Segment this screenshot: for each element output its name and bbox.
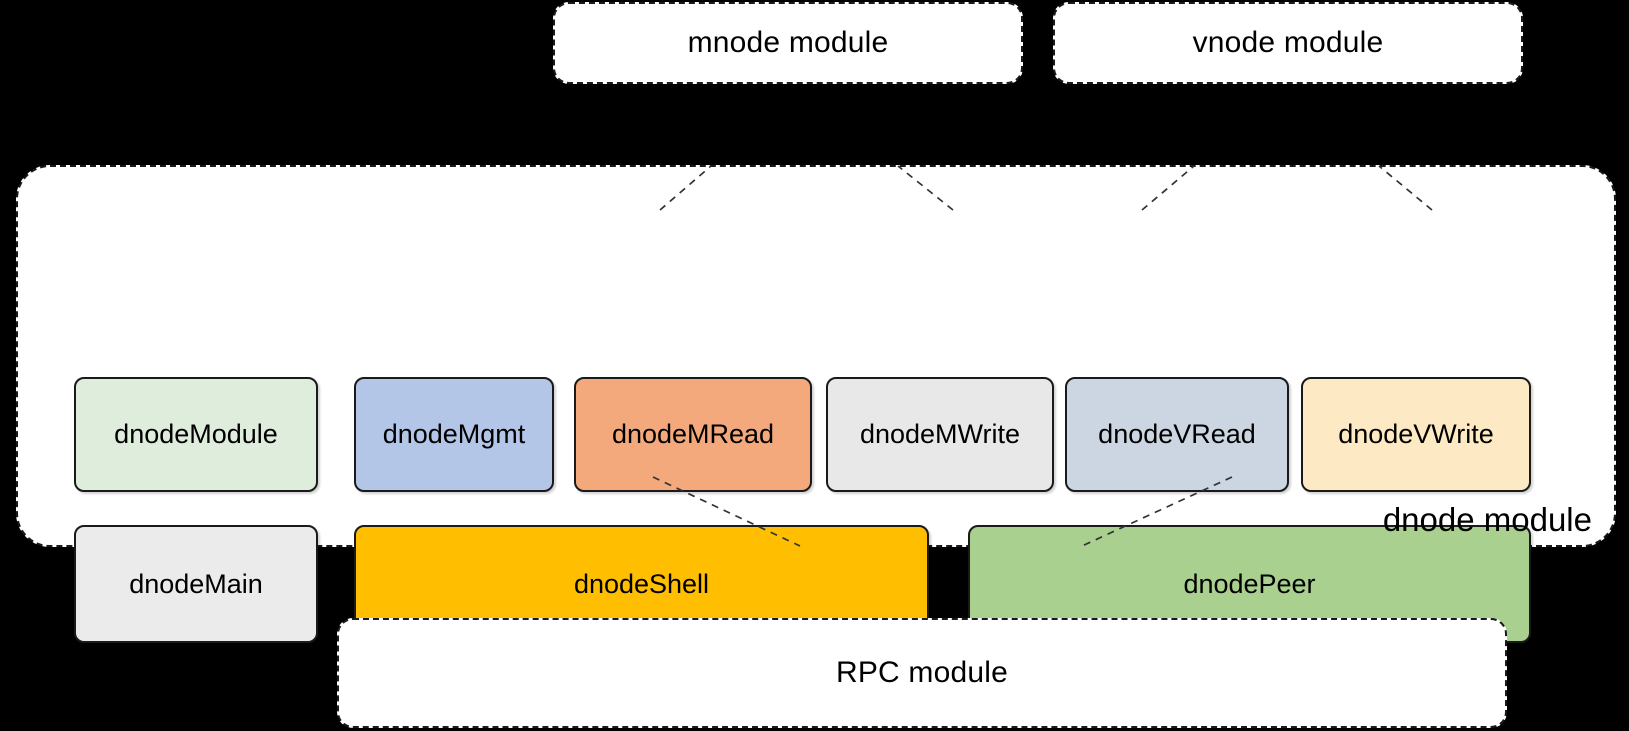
node-box-dnodevwrite[interactable]: dnodeVWrite <box>1301 377 1531 492</box>
node-label-dnodevwrite: dnodeVWrite <box>1338 419 1494 449</box>
node-label-dnodepeer: dnodePeer <box>1183 568 1316 599</box>
vnode-module-box[interactable]: vnode module <box>1053 2 1523 84</box>
mnode-module-box[interactable]: mnode module <box>553 2 1023 84</box>
mnode-module-label: mnode module <box>687 26 889 59</box>
node-box-dnodevread[interactable]: dnodeVRead <box>1065 377 1289 492</box>
node-label-dnodeshell: dnodeShell <box>573 568 710 599</box>
node-box-dnodemodule[interactable]: dnodeModule <box>74 377 318 492</box>
node-box-dnodemgmt[interactable]: dnodeMgmt <box>354 377 554 492</box>
node-box-dnodemain[interactable]: dnodeMain <box>74 525 318 643</box>
dnode-module-container[interactable]: dnodeModule dnodeMgmt dnodeMRead dnodeMW… <box>16 165 1616 643</box>
node-label-dnodemain: dnodeMain <box>129 568 263 599</box>
rpc-module-box[interactable]: RPC module <box>337 618 1507 728</box>
node-label-dnodemodule: dnodeModule <box>114 419 278 449</box>
node-label-dnodemread: dnodeMRead <box>611 419 775 449</box>
node-box-dnodemread[interactable]: dnodeMRead <box>574 377 812 492</box>
node-box-dnodemwrite[interactable]: dnodeMWrite <box>826 377 1054 492</box>
node-label-dnodemgmt: dnodeMgmt <box>382 419 526 449</box>
dnode-module-label: dnode module <box>1382 501 1592 538</box>
node-label-dnodevread: dnodeVRead <box>1098 419 1256 449</box>
node-label-dnodemwrite: dnodeMWrite <box>859 419 1021 449</box>
rpc-module-label: RPC module <box>835 656 1009 689</box>
vnode-module-label: vnode module <box>1192 26 1384 59</box>
